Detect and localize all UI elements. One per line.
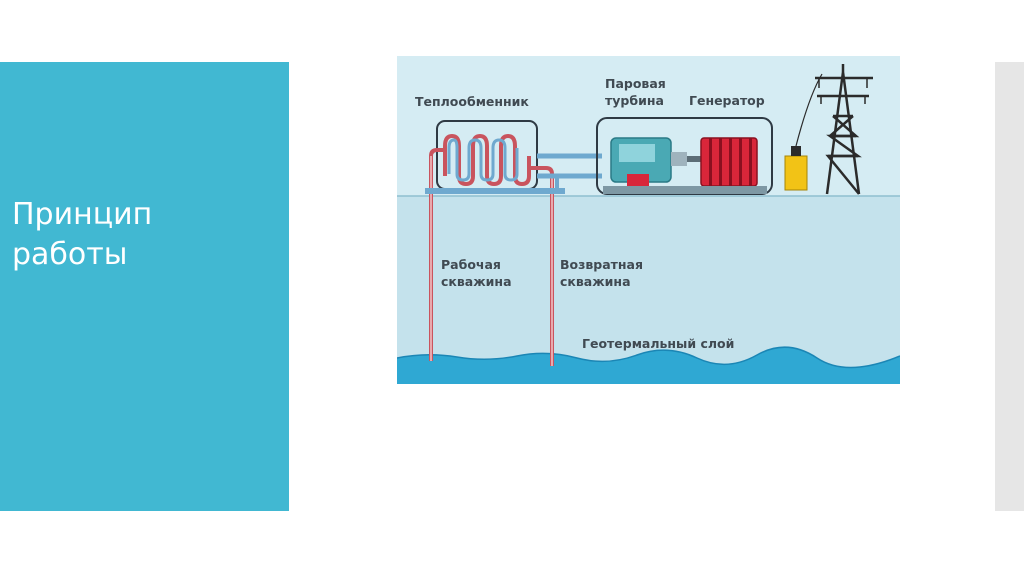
production-well-label-line1: Рабочая: [441, 257, 501, 272]
geothermal-layer-edge: [397, 346, 900, 369]
generator: [700, 137, 758, 187]
generator-label: Генератор: [689, 93, 765, 108]
diagram-canvas: Теплообменник Паровая турбина Генератор …: [397, 56, 900, 384]
steam-turbine-label-line2: турбина: [605, 93, 664, 108]
slide-title-line1: Принцип: [12, 197, 153, 232]
title-panel: Принцип работы: [0, 62, 289, 511]
slide-title: Принцип работы: [12, 195, 272, 275]
production-well-label-line2: скважина: [441, 274, 512, 289]
production-well-pipe: [429, 148, 445, 361]
right-edge-strip: [995, 62, 1024, 511]
heat-exchanger-label: Теплообменник: [415, 94, 529, 109]
exchanger-base: [425, 188, 565, 194]
slide-title-line2: работы: [12, 237, 128, 272]
return-well-label-line1: Возвратная: [560, 257, 643, 272]
geothermal-plant-diagram: Теплообменник Паровая турбина Генератор …: [397, 56, 900, 384]
steam-turbine: [610, 137, 701, 188]
steam-turbine-label-line1: Паровая: [605, 76, 666, 91]
power-tower: [815, 64, 873, 195]
turbine-platform: [603, 186, 767, 194]
heat-exchanger-coils: [443, 133, 531, 187]
geothermal-layer-water: [397, 347, 900, 384]
geothermal-layer-label: Геотермальный слой: [582, 336, 734, 351]
return-well-label-line2: скважина: [560, 274, 631, 289]
